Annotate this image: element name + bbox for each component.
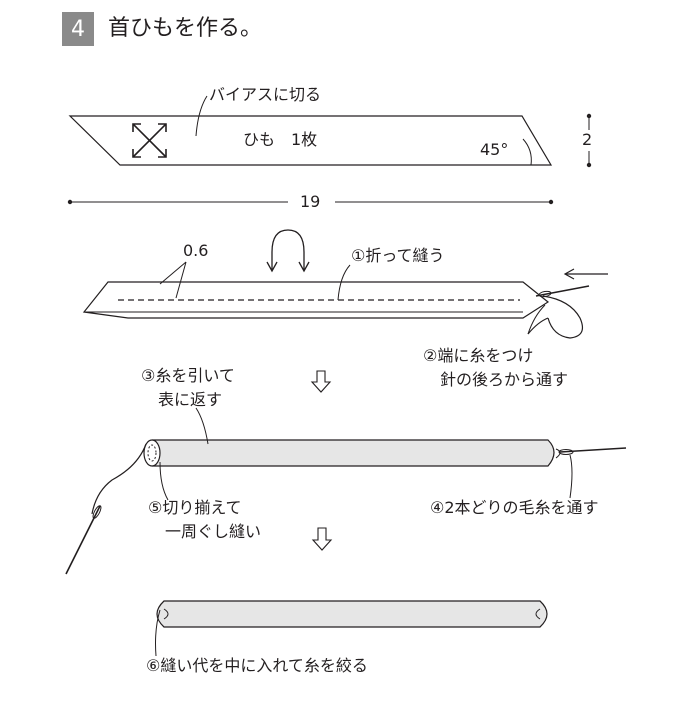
step3-leader [195,407,209,445]
fold-over-arrow [271,229,305,270]
down-arrow-icon-2 [311,527,333,551]
finished-cord [156,600,548,628]
step4-label: ④2本どりの毛糸を通す [430,498,599,517]
seam-allowance-value: 0.6 [183,241,209,260]
length-dimension [67,199,554,205]
angle-label: 45° [480,140,509,159]
step6-label: ⑥縫い代を中に入れて糸を絞る [146,656,368,675]
down-arrow-icon [310,370,332,393]
step2-leader [527,304,546,335]
hand-needle-icon [65,505,102,575]
step1-leader [337,264,351,301]
step5-label-line2: 一周ぐし縫い [165,522,262,541]
turned-tube [152,439,555,467]
seam-leader-2 [175,261,187,299]
gathered-end-left [163,608,169,620]
step6-leader [155,609,161,657]
angle-arc [522,138,532,166]
bias-grain-icon [132,123,167,158]
cut-bias-label: バイアスに切る [209,85,322,104]
bias-strip [68,115,553,166]
seam-leader-1 [159,261,187,285]
step5-label-line1: ⑤切り揃えて [148,498,242,517]
page-title: 首ひもを作る。 [108,16,263,41]
running-stitch-thread [91,443,147,515]
step-number-badge: 4 [62,12,94,46]
cut-label-leader [195,95,208,137]
piece-count-label: ひも 1枚 [243,130,318,149]
step3-label-line1: ③糸を引いて [141,366,235,385]
step2-label-line2: 針の後ろから通す [440,370,569,389]
yarn-needle-icon [558,447,627,455]
fold-arrowhead-right [298,261,310,273]
step3-label-line2: 表に返す [158,390,223,409]
step2-label-line1: ②端に糸をつけ [423,346,534,365]
fold-arrowhead-left [266,261,278,273]
gathered-end-right [535,608,541,620]
length-value: 19 [300,192,321,211]
step5-leader [159,461,169,501]
height-dimension [586,113,592,168]
step4-leader [569,454,573,499]
step1-label: ①折って縫う [351,246,445,265]
tube-opening [143,439,161,467]
height-value: 2 [582,130,593,149]
thread-loop [542,295,583,339]
